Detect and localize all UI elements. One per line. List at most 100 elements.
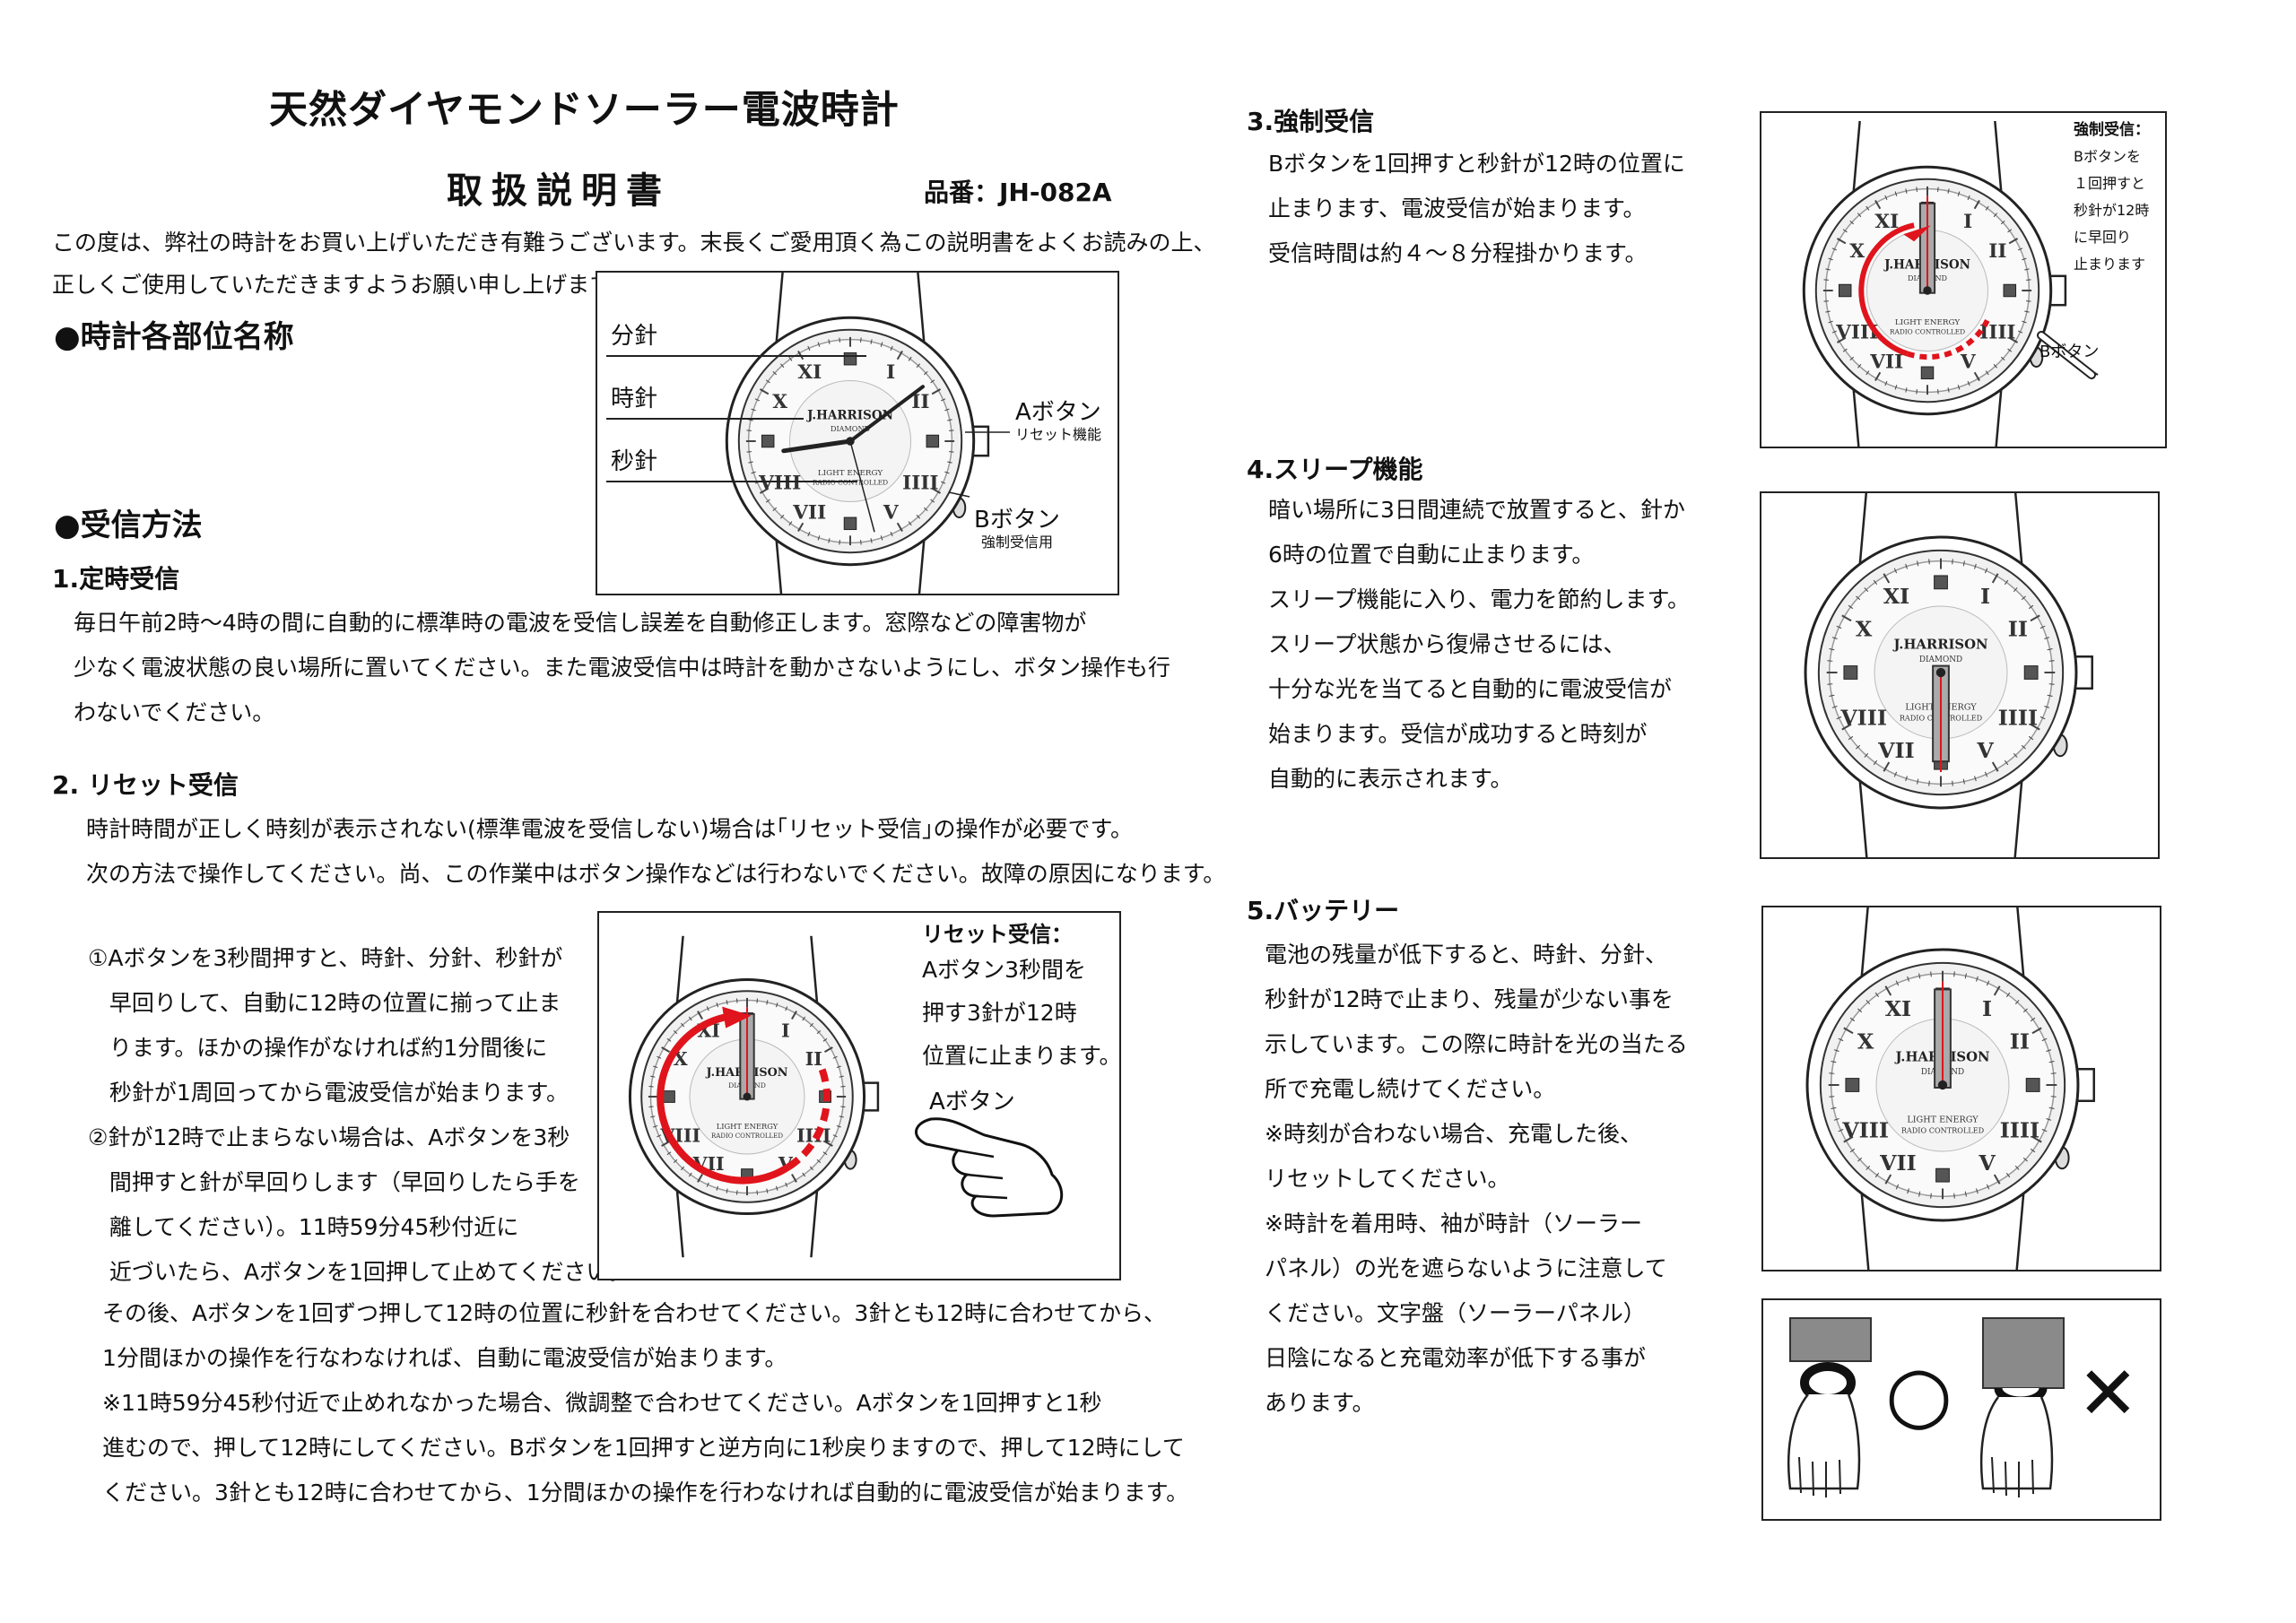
svg-text:I: I [1963, 211, 1972, 233]
sleeve-ok [1789, 1317, 1872, 1362]
section-4-line: 十分な光を当てると自動的に電波受信が [1268, 676, 1673, 702]
reset-box-line: 位置に止まります。 [922, 1043, 1122, 1069]
svg-text:RADIO CONTROLLED: RADIO CONTROLLED [813, 479, 888, 487]
svg-text:XI: XI [1885, 996, 1911, 1021]
section-5-line: リセットしてください。 [1265, 1166, 1510, 1192]
svg-text:J.HARRISON: J.HARRISON [806, 409, 893, 423]
forced-side-line: 秒針が12時 [2074, 202, 2150, 219]
intro-line-2: 正しくご使用していただきますようお願い申し上げます。 [52, 272, 632, 298]
sleeve-illustration [1787, 1317, 2065, 1497]
section-3-title: 3.強制受信 [1247, 107, 1375, 136]
model-number: 品番：JH-082A [924, 178, 1112, 207]
reset-box-line: 押す3針が12時 [922, 1000, 1077, 1026]
forced-side-title: 強制受信： [2074, 121, 2150, 139]
svg-text:X: X [1856, 616, 1873, 641]
svg-text:LIGHT ENERGY: LIGHT ENERGY [1895, 318, 1960, 327]
svg-text:II: II [1988, 240, 2006, 263]
a-button-sublabel: リセット機能 [1015, 426, 1102, 443]
svg-text:V: V [883, 501, 900, 524]
svg-text:IIII: IIII [1998, 705, 2038, 730]
step-line: 早回りして、自動に12時の位置に揃って止ま [88, 990, 561, 1016]
svg-text:IIII: IIII [902, 472, 938, 494]
forced-side-line: １回押すと [2074, 175, 2146, 192]
document-subtitle: 取扱説明書 [447, 170, 671, 212]
b-button-pointer [2037, 331, 2099, 379]
section-4-line: 始まります。受信が成功すると時刻が [1268, 721, 1648, 747]
section-5-title: 5.バッテリー [1247, 896, 1400, 925]
section-1-line: 毎日午前2時～4時の間に自動的に標準時の電波を受信し誤差を自動修正します。窓際な… [74, 610, 1087, 636]
section-3-body: Bボタンを1回押すと秒針が12時の位置に 止まります、電波受信が始まります。 受… [1268, 142, 1685, 276]
section-2-line: 次の方法で操作してください。尚、この作業中はボタン操作などは行わないでください。… [86, 861, 1226, 887]
sleeve-comparison-diagram: ○ ✕ [1761, 1298, 2161, 1521]
svg-text:II: II [2010, 1028, 2030, 1054]
section-2-body: 時計時間が正しく時刻が表示されない(標準電波を受信しない)場合は｢リセット受信｣… [86, 807, 1225, 897]
forced-side-line: Bボタンを [2074, 148, 2141, 165]
battery-watch-illustration: IIIIIIIVVIIVIIIXXIJ.HARRISONDIAMONDLIGHT… [1805, 907, 2095, 1270]
reset-box-title: リセット受信： [922, 922, 1073, 947]
section-3-line: Bボタンを1回押すと秒針が12時の位置に [1268, 151, 1685, 177]
section-5-line: 日陰になると充電効率が低下する事が [1265, 1345, 1647, 1371]
ok-symbol: ○ [1885, 1350, 1953, 1439]
svg-text:XI: XI [1883, 584, 1909, 609]
svg-text:XI: XI [797, 361, 822, 384]
svg-text:X: X [1857, 1028, 1874, 1054]
section-4-body: 暗い場所に3日間連続で放置すると、針か 6時の位置で自動に止まります。 スリープ… [1268, 488, 1690, 802]
section-5-body: 電池の残量が低下すると、時針、分針、 秒針が12時で止まり、残量が少ない事を 示… [1265, 933, 1688, 1426]
step-line: ①Aボタンを3秒間押すと、時針、分針、秒針が [88, 945, 563, 971]
forced-watch-illustration: IIIIIIIVVIIVIIIXXIJ.HARRISONDIAMONDLIGHT… [1802, 120, 2067, 447]
section-3-line: 止まります、電波受信が始まります。 [1268, 195, 1646, 221]
svg-text:I: I [1982, 996, 1992, 1021]
section-1-line: わないでください。 [74, 699, 275, 725]
svg-text:LIGHT ENERGY: LIGHT ENERGY [1907, 1115, 1979, 1124]
svg-text:II: II [805, 1048, 822, 1070]
svg-text:VII: VII [1879, 1150, 1917, 1176]
svg-text:VII: VII [792, 501, 826, 524]
section-2-title: 2. リセット受信 [52, 770, 239, 800]
second-hand-label: 秒針 [611, 448, 658, 475]
svg-text:VII: VII [1869, 351, 1903, 373]
document-title: 天然ダイヤモンドソーラー電波時計 [269, 88, 900, 133]
step-line: 秒針が1周回ってから電波受信が始まります。 [88, 1080, 569, 1106]
reset-watch-illustration: IIIIIIIVVIIVIIIXXIJ.HARRISONDIAMONDLIGHT… [628, 935, 880, 1258]
step-line: 近づいたら、Aボタンを1回押して止めてください。 [88, 1259, 631, 1285]
reset-diagram: IIIIIIIVVIIVIIIXXIJ.HARRISONDIAMONDLIGHT… [597, 911, 1122, 1280]
svg-text:II: II [2008, 616, 2028, 641]
hand-ok [1787, 1393, 1861, 1490]
svg-text:LIGHT ENERGY: LIGHT ENERGY [818, 469, 883, 478]
hand-ng [1979, 1396, 2054, 1490]
svg-text:V: V [1960, 351, 1977, 373]
svg-text:I: I [886, 361, 895, 384]
section-2-line: 時計時間が正しく時刻が表示されない(標準電波を受信しない)場合は｢リセット受信｣… [86, 816, 1134, 842]
svg-text:II: II [911, 391, 929, 413]
section-5-line: 示しています。この際に時計を光の当たる [1265, 1031, 1688, 1057]
section-1-body: 毎日午前2時～4時の間に自動的に標準時の電波を受信し誤差を自動修正します。窓際な… [74, 601, 1170, 735]
section-5-line: パネル）の光を遮らないように注意して [1265, 1255, 1667, 1281]
section-2-after: その後、Aボタンを1回ずつ押して12時の位置に秒針を合わせてください。3針とも1… [102, 1291, 1188, 1515]
intro-line-1: この度は、弊社の時計をお買い上げいただき有難うございます。末長くご愛用頂く為この… [52, 230, 1216, 256]
forced-diagram: IIIIIIIVVIIVIIIXXIJ.HARRISONDIAMONDLIGHT… [1760, 111, 2167, 448]
svg-text:VIII: VIII [1841, 1117, 1889, 1142]
svg-text:VIII: VIII [1839, 705, 1887, 730]
step-line: ります。ほかの操作がなければ約1分間後に [88, 1035, 548, 1061]
hour-hand-label: 時針 [611, 386, 658, 412]
after-line: ください。3針とも12時に合わせてから、1分間ほかの操作を行わなければ自動的に電… [102, 1480, 1189, 1506]
section-4-line: スリープ状態から復帰させるには、 [1268, 631, 1626, 657]
section-4-title: 4.スリープ機能 [1247, 455, 1423, 484]
parts-heading: ●時計各部位名称 [54, 319, 294, 355]
svg-text:IIII: IIII [2000, 1117, 2039, 1142]
section-5-line: ※時刻が合わない場合、充電した後、 [1265, 1121, 1642, 1147]
section-4-line: 6時の位置で自動に止まります。 [1268, 542, 1595, 568]
svg-text:I: I [781, 1020, 790, 1041]
svg-text:I: I [1980, 584, 1990, 609]
section-5-line: 所で充電し続けてください。 [1265, 1076, 1556, 1102]
section-3-line: 受信時間は約４～８分程掛かります。 [1268, 240, 1648, 266]
hand-icon [915, 1117, 1064, 1218]
battery-diagram: IIIIIIIVVIIVIIIXXIJ.HARRISONDIAMONDLIGHT… [1761, 906, 2161, 1271]
svg-text:RADIO CONTROLLED: RADIO CONTROLLED [1890, 328, 1965, 336]
after-line: ※11時59分45秒付近で止めれなかった場合、微調整で合わせてください。Aボタン… [102, 1390, 1102, 1416]
section-5-line: あります。 [1265, 1390, 1375, 1416]
svg-text:DIAMOND: DIAMOND [831, 424, 871, 433]
forced-side-body: Bボタンを １回押すと 秒針が12時 に早回り 止まります [2074, 143, 2149, 278]
sleeve-ng [1982, 1317, 2065, 1389]
